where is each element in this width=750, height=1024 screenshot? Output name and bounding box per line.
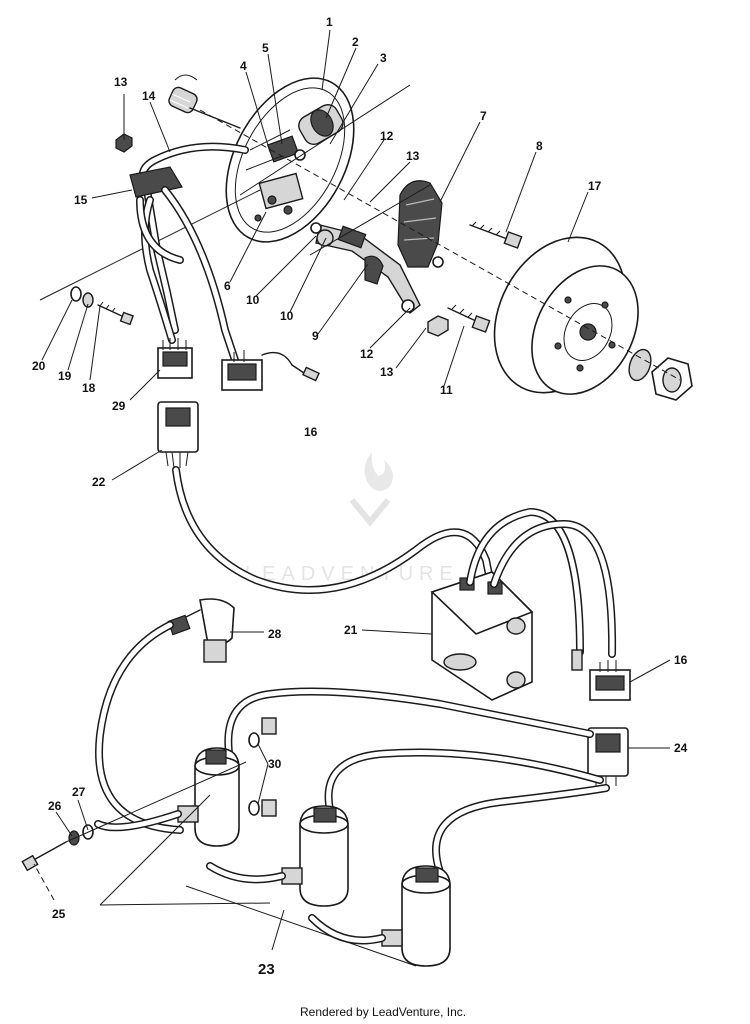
callout-15: 15 xyxy=(74,193,88,207)
ignition-coil-1 xyxy=(94,747,240,847)
callout-10-a: 10 xyxy=(246,293,260,307)
callout-16-right: 16 xyxy=(674,653,688,667)
cdi-wires xyxy=(466,507,617,671)
callout-26: 26 xyxy=(48,799,62,813)
breaker-bracket xyxy=(310,222,421,315)
callout-19: 19 xyxy=(58,369,72,383)
watermark: LEADVENTURE xyxy=(245,452,459,585)
callout-17: 17 xyxy=(588,179,602,193)
callout-13-bottom: 13 xyxy=(380,365,394,379)
spark-plug-cap xyxy=(167,598,235,663)
callout-23: 23 xyxy=(258,961,275,978)
coil-wires xyxy=(95,621,610,876)
main-harness-connector xyxy=(157,401,199,469)
footer-credit: Rendered by LeadVenture, Inc. xyxy=(300,1005,466,1019)
coil-mount-studs xyxy=(248,717,277,817)
callout-7: 7 xyxy=(480,109,487,123)
stator-harness xyxy=(129,74,249,364)
callout-labels: 1 2 3 5 4 7 8 12 13 17 13 14 15 6 10 10 … xyxy=(32,15,688,978)
ignition-coil-3 xyxy=(308,865,451,967)
callout-13-top: 13 xyxy=(406,149,420,163)
callout-1: 1 xyxy=(326,15,333,29)
callout-22: 22 xyxy=(92,475,106,489)
callout-16-top: 16 xyxy=(304,425,318,439)
screw-8 xyxy=(469,221,523,249)
cdi-module xyxy=(430,571,534,701)
stator-plate-assembly xyxy=(225,77,355,243)
watermark-text: LEADVENTURE xyxy=(245,563,459,585)
coil-callout-bracket xyxy=(65,761,417,967)
callout-11: 11 xyxy=(440,383,453,397)
connector-16-right xyxy=(589,660,631,701)
screw-25 xyxy=(21,841,67,872)
washer-20 xyxy=(70,286,82,302)
washer-19 xyxy=(82,292,94,308)
nut-13-right xyxy=(427,315,449,337)
callout-9: 9 xyxy=(312,329,319,343)
ignition-coil-2 xyxy=(206,805,349,907)
callout-24: 24 xyxy=(674,741,688,755)
callout-20: 20 xyxy=(32,359,46,373)
callout-8: 8 xyxy=(536,139,543,153)
flywheel-washer xyxy=(628,348,652,382)
callout-4: 4 xyxy=(240,59,247,73)
screw-18 xyxy=(97,301,134,326)
lighting-coil xyxy=(397,180,444,268)
callout-2: 2 xyxy=(352,35,359,49)
callout-25: 25 xyxy=(52,907,66,921)
callout-5: 5 xyxy=(262,41,269,55)
screw-11 xyxy=(447,304,491,333)
callout-14: 14 xyxy=(142,89,156,103)
callout-27: 27 xyxy=(72,785,86,799)
callout-13-left: 13 xyxy=(114,75,128,89)
connector-stator-right xyxy=(221,350,263,391)
callout-30: 30 xyxy=(268,757,282,771)
callout-12-top: 12 xyxy=(380,129,394,143)
connector-24 xyxy=(587,727,629,786)
main-harness-wire xyxy=(172,466,500,614)
leader-lines xyxy=(33,29,671,901)
callout-6: 6 xyxy=(224,279,231,293)
callout-3: 3 xyxy=(380,51,387,65)
terminal-pin-top xyxy=(261,351,320,382)
flywheel xyxy=(493,236,639,395)
callout-29: 29 xyxy=(112,399,126,413)
callout-12-bottom: 12 xyxy=(360,347,374,361)
flywheel-nut xyxy=(651,357,693,401)
callout-28: 28 xyxy=(268,627,282,641)
callout-10-b: 10 xyxy=(280,309,294,323)
connector-29 xyxy=(157,338,193,379)
callout-18: 18 xyxy=(82,381,96,395)
callout-21: 21 xyxy=(344,623,358,637)
assembly-lines xyxy=(39,84,681,381)
